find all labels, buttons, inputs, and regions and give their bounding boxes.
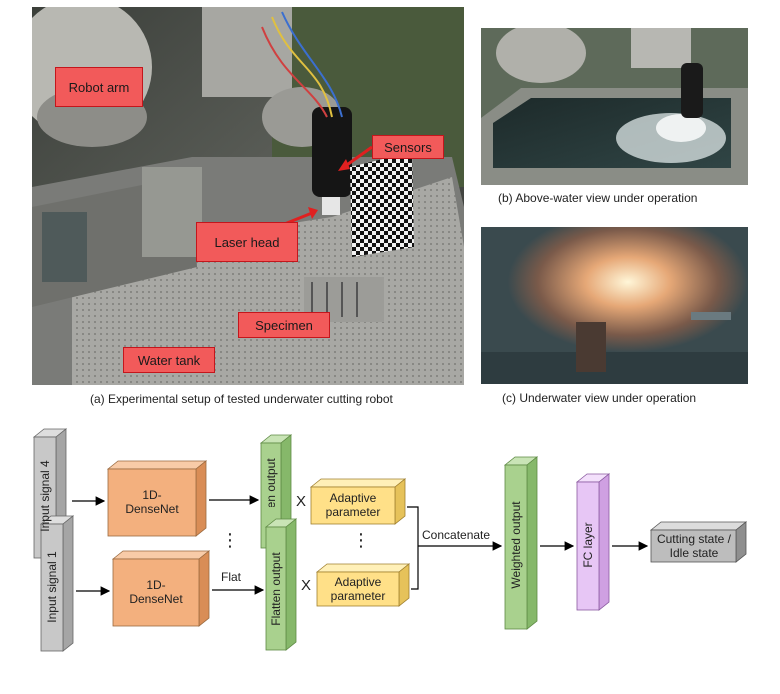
flatten-bottom-block xyxy=(264,518,298,651)
model-diagram xyxy=(32,428,748,652)
concatenate-label: Concatenate xyxy=(422,528,491,542)
underwater-illustration xyxy=(481,227,748,384)
water-tank-label: Water tank xyxy=(123,347,215,373)
underwater-photo xyxy=(481,227,748,384)
specimen-label: Specimen xyxy=(238,312,330,338)
densenet-bottom-block xyxy=(111,550,211,627)
dots-densenet: ⋮ xyxy=(221,530,239,550)
adaptive-top-block xyxy=(309,478,407,525)
input-signal-4-label: Input signal 4 xyxy=(38,460,52,532)
connector-top xyxy=(407,506,419,546)
underwater-caption: (c) Underwater view under operation xyxy=(502,391,697,405)
above-water-caption: (b) Above-water view under operation xyxy=(498,191,698,205)
densenet-top-block xyxy=(106,460,208,537)
output-block xyxy=(649,521,748,563)
laser-head-label: Laser head xyxy=(196,222,298,262)
multiply-bottom-sign: X xyxy=(301,577,312,594)
adaptive-top-label: Adaptive parameter xyxy=(325,491,381,519)
weighted-output-block xyxy=(503,456,539,630)
multiply-top-sign: X xyxy=(296,493,307,510)
weighted-output-label: Weighted output xyxy=(509,501,523,589)
input-signal-1-block xyxy=(39,515,75,652)
setup-photo xyxy=(32,7,464,385)
flat-label: Flat xyxy=(221,570,242,584)
adaptive-bottom-block xyxy=(315,563,411,607)
connector-bottom xyxy=(411,546,419,590)
flatten-bottom-label: Flatten output xyxy=(269,552,283,626)
fc-layer-block xyxy=(575,473,611,611)
densenet-bottom-label: 1D-DenseNet xyxy=(129,578,183,606)
sensors-label: Sensors xyxy=(372,135,444,159)
setup-photo-illustration xyxy=(32,7,464,385)
dots-adaptive: ⋮ xyxy=(352,530,370,550)
robot-arm-label: Robot arm xyxy=(55,67,143,107)
above-water-illustration xyxy=(481,28,748,185)
output-label: Cutting state / Idle state xyxy=(656,532,732,560)
densenet-top-label: 1D-DenseNet xyxy=(125,488,179,516)
input-signal-1-label: Input signal 1 xyxy=(45,551,59,623)
fc-layer-label: FC layer xyxy=(581,522,595,568)
above-water-photo xyxy=(481,28,748,185)
setup-caption: (a) Experimental setup of tested underwa… xyxy=(90,392,393,406)
adaptive-bottom-label: Adaptive parameter xyxy=(330,575,386,603)
